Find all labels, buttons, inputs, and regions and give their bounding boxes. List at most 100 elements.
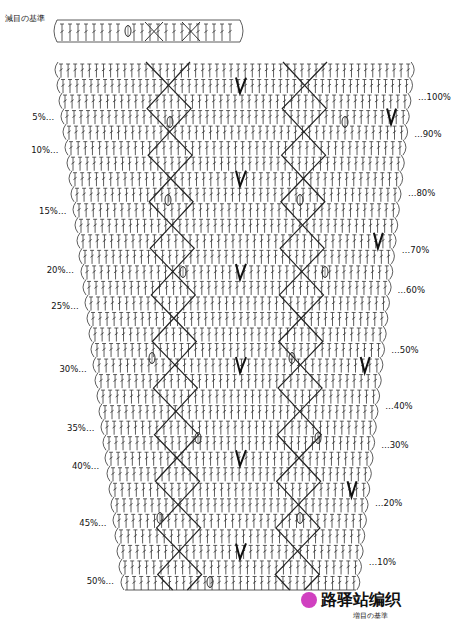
double-crochet-symbol	[379, 188, 383, 202]
double-crochet-symbol	[71, 157, 75, 171]
turning-chain	[360, 543, 363, 559]
double-crochet-symbol	[339, 359, 343, 373]
double-crochet-symbol	[322, 390, 326, 404]
double-crochet-symbol	[311, 499, 315, 513]
turning-chain	[411, 62, 414, 78]
double-crochet-symbol	[314, 406, 318, 420]
double-crochet-symbol	[167, 468, 171, 482]
double-crochet-symbol	[248, 483, 252, 497]
double-crochet-symbol	[201, 452, 205, 466]
double-crochet-symbol	[331, 312, 335, 326]
double-crochet-symbol	[213, 204, 217, 218]
double-crochet-symbol	[215, 64, 219, 78]
double-crochet-symbol	[126, 530, 130, 544]
double-crochet-symbol	[278, 80, 282, 94]
double-crochet-symbol	[362, 142, 366, 156]
double-crochet-symbol	[313, 266, 317, 280]
double-crochet-symbol	[73, 64, 77, 78]
double-crochet-symbol	[94, 173, 98, 187]
double-crochet-symbol	[112, 421, 116, 435]
double-crochet-symbol	[222, 344, 226, 358]
double-crochet-symbol	[226, 421, 230, 435]
double-crochet-symbol	[291, 281, 295, 295]
double-crochet-symbol	[105, 95, 109, 109]
double-crochet-symbol	[313, 80, 317, 94]
double-crochet-symbol	[292, 266, 296, 280]
turning-chain	[121, 574, 124, 590]
double-crochet-symbol	[255, 157, 259, 171]
double-crochet-symbol	[383, 80, 387, 94]
double-crochet-symbol	[325, 437, 329, 451]
double-crochet-symbol	[124, 126, 128, 140]
double-crochet-symbol	[172, 64, 176, 78]
double-crochet-symbol	[240, 375, 244, 389]
double-crochet-symbol	[191, 142, 195, 156]
double-crochet-symbol	[352, 111, 356, 125]
double-crochet-symbol	[375, 157, 379, 171]
double-crochet-symbol	[353, 561, 357, 575]
double-crochet-symbol	[357, 64, 361, 78]
double-crochet-symbol	[346, 499, 350, 513]
double-crochet-symbol	[366, 312, 370, 326]
double-crochet-symbol	[156, 266, 160, 280]
double-crochet-symbol	[352, 235, 356, 249]
double-crochet-symbol	[251, 406, 255, 420]
double-crochet-symbol	[230, 126, 234, 140]
double-crochet-symbol	[85, 266, 89, 280]
bobble-line	[160, 513, 161, 523]
double-crochet-symbol	[110, 297, 114, 311]
double-crochet-symbol	[89, 297, 93, 311]
double-crochet-symbol	[349, 64, 353, 78]
double-crochet-symbol	[304, 421, 308, 435]
double-crochet-symbol	[371, 328, 375, 342]
double-crochet-symbol	[123, 64, 127, 78]
double-crochet-symbol	[163, 204, 167, 218]
double-crochet-symbol	[278, 266, 282, 280]
double-crochet-symbol	[327, 204, 331, 218]
double-crochet-symbol	[136, 328, 140, 342]
bobble-line	[183, 267, 184, 277]
double-crochet-symbol	[105, 421, 109, 435]
double-crochet-symbol	[352, 375, 356, 389]
double-crochet-symbol	[110, 406, 114, 420]
double-crochet-symbol	[350, 390, 354, 404]
double-crochet-symbol	[350, 530, 354, 544]
double-crochet-symbol	[112, 142, 116, 156]
double-crochet-symbol	[93, 111, 97, 125]
double-crochet-symbol	[155, 530, 159, 544]
double-crochet-symbol	[211, 359, 215, 373]
double-crochet-symbol	[262, 483, 266, 497]
double-crochet-symbol	[333, 219, 337, 233]
double-crochet-symbol	[100, 328, 104, 342]
double-crochet-symbol	[361, 219, 365, 233]
double-crochet-symbol	[85, 157, 89, 171]
double-crochet-symbol	[211, 312, 215, 326]
percent-label: 15%…	[38, 207, 67, 217]
double-crochet-symbol	[371, 64, 375, 78]
double-crochet-symbol	[316, 312, 320, 326]
double-crochet-symbol	[305, 545, 309, 559]
double-crochet-symbol	[213, 499, 217, 513]
turning-chain	[67, 155, 70, 171]
double-crochet-symbol	[269, 499, 273, 513]
double-crochet-symbol	[139, 468, 143, 482]
double-crochet-symbol	[238, 188, 242, 202]
turning-chain	[400, 171, 403, 187]
double-crochet-symbol	[342, 406, 346, 420]
double-crochet-symbol	[138, 80, 142, 94]
percent-label: 45%…	[78, 519, 107, 529]
double-crochet-symbol	[332, 297, 336, 311]
v-stitch	[236, 78, 246, 94]
double-crochet-symbol	[368, 421, 372, 435]
double-crochet-symbol	[336, 126, 340, 140]
double-crochet-symbol	[348, 545, 352, 559]
double-crochet-symbol	[359, 312, 363, 326]
double-crochet-symbol	[241, 204, 245, 218]
double-crochet-symbol	[337, 452, 341, 466]
double-crochet-symbol	[192, 219, 196, 233]
double-crochet-symbol	[274, 250, 278, 264]
double-crochet-symbol	[205, 437, 209, 451]
double-crochet-symbol	[384, 204, 388, 218]
bobble-symbol	[342, 117, 348, 128]
double-crochet-symbol	[241, 219, 245, 233]
